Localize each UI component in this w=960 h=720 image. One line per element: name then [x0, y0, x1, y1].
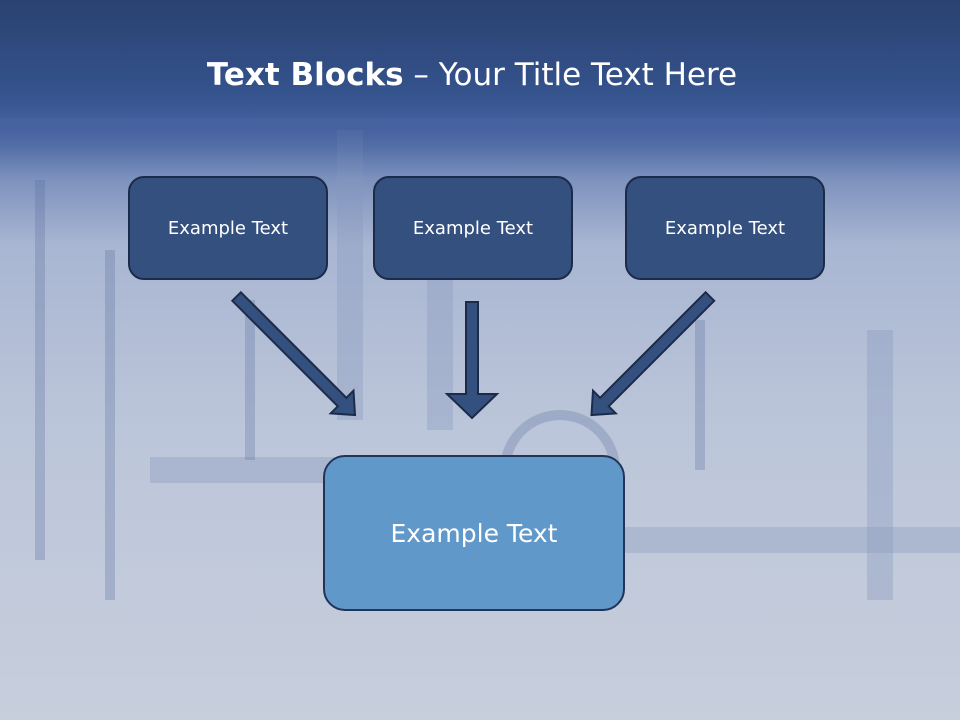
text-block-left[interactable]: Example Text [128, 176, 328, 280]
title-bold: Text Blocks [206, 57, 404, 93]
title-band-fade [0, 118, 960, 178]
text-block-middle-label: Example Text [412, 217, 534, 239]
text-block-middle[interactable]: Example Text [373, 176, 573, 280]
text-block-right[interactable]: Example Text [625, 176, 825, 280]
slide-title: Text Blocks – Your Title Text Here [0, 55, 944, 95]
text-block-right-label: Example Text [664, 217, 786, 239]
arrow-left-to-center [230, 290, 357, 417]
title-band [0, 0, 960, 130]
target-text-block-label: Example Text [390, 518, 558, 548]
arrow-right-to-center [590, 290, 716, 417]
target-text-block[interactable]: Example Text [323, 455, 625, 611]
title-rest: – Your Title Text Here [403, 57, 738, 93]
text-block-left-label: Example Text [167, 217, 289, 239]
arrow-middle-to-center [444, 301, 500, 420]
